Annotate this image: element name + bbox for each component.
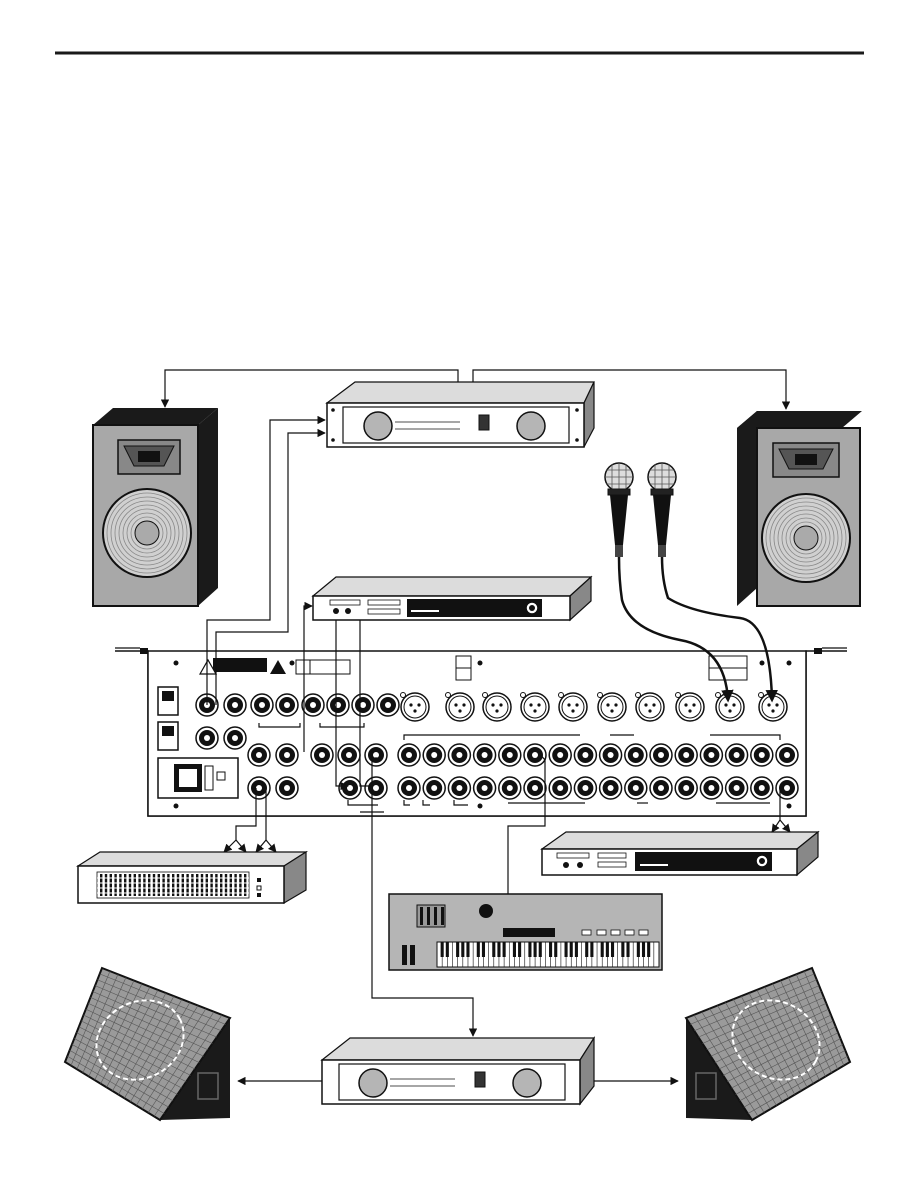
effects-processor-right-icon [542,832,818,875]
stage-monitor-left-icon [65,968,230,1120]
stage-monitor-right-icon [686,968,850,1120]
main-speaker-left-icon [93,408,218,606]
keyboard-synthesizer-icon [389,894,662,970]
cable-mixer-to-effects-right-b [780,820,790,832]
cable-mixer-to-eq-1b [236,840,246,852]
cable-mixer-to-eq-2b [266,840,276,852]
effects-processor-top-icon [313,577,591,620]
main-speaker-right-icon [737,411,862,606]
monitor-power-amp-icon [322,1038,594,1104]
mixer-rear-panel-icon [115,648,847,816]
microphone-1-icon [605,463,633,557]
graphic-equalizer-icon [78,852,306,903]
main-power-amp-icon [327,382,594,447]
microphone-2-icon [648,463,676,557]
